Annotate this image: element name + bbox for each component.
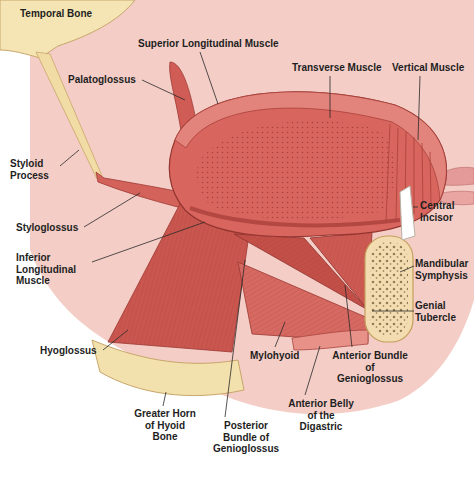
genioglossus-anterior [310,232,372,310]
part-label: Greater Horn of Hyoid Bone [132,408,198,443]
part-label: Anterior Belly of the Digastric [288,398,354,433]
central-incisor [400,186,415,240]
genioglossus-fibers [310,232,372,310]
part-label: Genial Tubercle [415,300,471,323]
part-label: Mylohyoid [250,350,299,362]
part-label: Superior Longitudinal Muscle [138,38,279,50]
part-label: Palatoglossus [68,74,136,86]
leader-lines [60,52,420,417]
mandible-texture [370,242,408,336]
part-label: Styloglossus [16,222,78,234]
temporal-bone [0,0,135,58]
mandible [365,236,413,342]
inferior-longitudinal-muscle [190,208,400,225]
part-label: Inferior Longitudinal Muscle [16,252,90,287]
part-label: Transverse Muscle [292,62,382,74]
digastric-muscle [292,330,368,350]
part-label: Posterior Bundle of Genioglossus [206,420,286,455]
part-label: Anterior Bundle of Genioglossus [332,350,408,385]
part-label: Mandibular Symphysis [415,258,471,281]
part-label: Central Incisor [420,200,470,223]
part-label: Vertical Muscle [392,62,464,74]
part-label: Hyoglossus [40,345,97,357]
part-label: Styloid Process [10,158,60,181]
hyoid-bone [92,340,244,396]
transverse-muscle [197,121,395,220]
face-region [30,0,474,414]
styloid-process [36,52,102,179]
part-label: Temporal Bone [20,8,92,20]
